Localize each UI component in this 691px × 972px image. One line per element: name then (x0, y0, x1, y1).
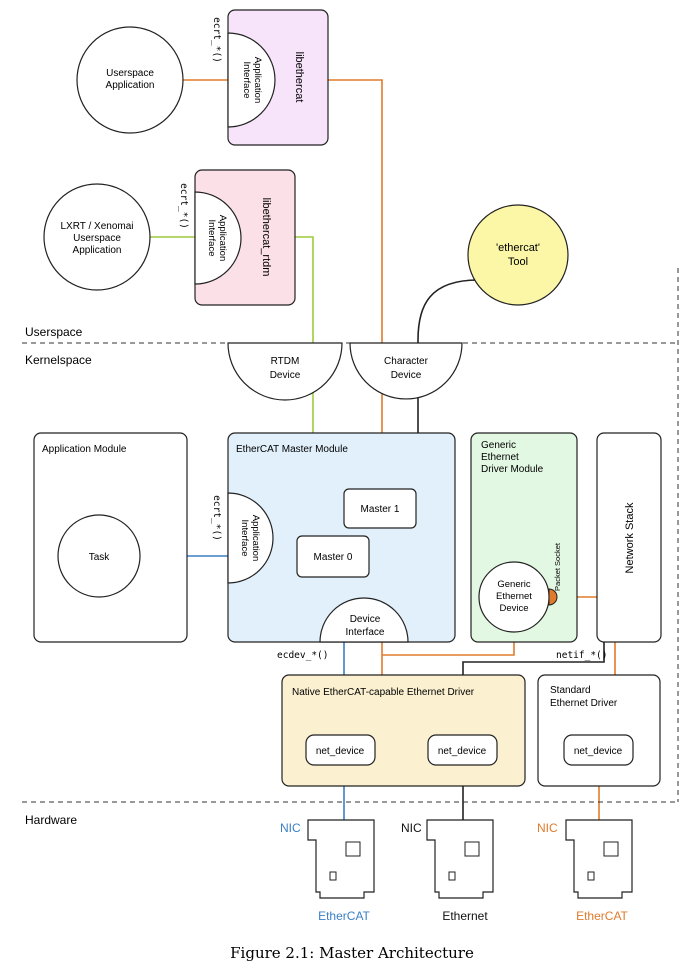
generic-device-label-2: Ethernet (496, 591, 532, 602)
generic-device-label-1: Generic (497, 579, 531, 590)
nic-3 (565, 819, 633, 899)
chardev-label-1: Character (384, 356, 429, 367)
net-device-3-label: net_device (574, 746, 623, 757)
lxrt-label-1: LXRT / Xenomai (60, 221, 133, 232)
tool-label-2: Tool (508, 256, 528, 268)
rtdm-device (227, 342, 343, 401)
packet-socket-marker (548, 588, 558, 606)
ecrt-label-rtdm: ecrt_*() (178, 183, 189, 229)
chardev-label-2: Device (391, 370, 422, 381)
rtdm-iface-2: Interface (206, 220, 217, 257)
net-device-3 (563, 734, 634, 766)
nic-2 (426, 819, 494, 899)
master-1-label: Master 1 (361, 504, 400, 515)
device-iface-label-2: Interface (346, 627, 385, 638)
master-1-box (343, 488, 417, 529)
libethercat-iface-2: Interface (241, 62, 252, 99)
libethercat-rtdm-app-interface (194, 191, 242, 285)
net-device-1-label: net_device (316, 746, 365, 757)
ecrt-label-top: ecrt_*() (211, 17, 222, 63)
nic-3-bus: EtherCAT (576, 909, 628, 923)
black-line-tool (417, 279, 479, 433)
packet-socket-label: Packet Socket (553, 542, 562, 591)
rtdm-device-label-1: RTDM (271, 356, 300, 367)
nic-card-icon (426, 819, 494, 899)
std-driver-label-1: Standard (550, 685, 591, 696)
tool-label-1: 'ethercat' (496, 242, 540, 254)
layer-label-kernelspace: Kernelspace (25, 353, 92, 367)
userspace-app-label-1: Userspace (106, 68, 154, 79)
generic-device-label-3: Device (499, 603, 528, 614)
character-device (349, 342, 463, 400)
layer-label-userspace: Userspace (25, 325, 83, 339)
figure-caption: Figure 2.1: Master Architecture (230, 944, 474, 962)
libethercat-rtdm-label: libethercat_rtdm (260, 198, 272, 277)
rtdm-iface-1: Application (217, 215, 228, 261)
net-device-2-label: net_device (438, 746, 487, 757)
master-0-box (296, 535, 370, 578)
net-device-1 (305, 734, 376, 766)
lxrt-label-2: Userspace (73, 233, 121, 244)
nic-2-bus: Ethernet (442, 909, 488, 923)
lxrt-label-3: Application (73, 245, 122, 256)
nic-1 (307, 819, 375, 899)
libethercat-app-interface (227, 32, 276, 128)
task-label: Task (89, 552, 111, 563)
green-line-rtdm-kernel (295, 236, 314, 433)
generic-module-label-3: Driver Module (481, 464, 544, 475)
libethercat-iface-1: Application (252, 57, 263, 103)
nic-card-icon (307, 819, 375, 899)
libethercat-label: libethercat (293, 52, 305, 103)
device-iface-label-1: Device (350, 614, 381, 625)
master-0-label: Master 0 (314, 552, 353, 563)
rtdm-device-label-2: Device (270, 370, 301, 381)
network-stack-box (596, 432, 662, 643)
userspace-app-label-2: Application (106, 80, 155, 91)
generic-module-label-2: Ethernet (481, 452, 519, 463)
std-driver-label-2: Ethernet Driver (550, 698, 618, 709)
generic-module-label-1: Generic (481, 440, 516, 451)
ethercat-tool-circle (467, 204, 569, 306)
nic-1-label: NIC (280, 821, 301, 835)
net-device-2 (427, 734, 498, 766)
application-module-label: Application Module (42, 444, 127, 455)
userspace-application-circle (76, 26, 184, 134)
nic-2-label: NIC (401, 821, 422, 835)
native-driver-label: Native EtherCAT-capable Ethernet Driver (292, 687, 475, 698)
device-interface (319, 597, 409, 643)
nic-3-label: NIC (537, 821, 558, 835)
nic-1-bus: EtherCAT (318, 909, 370, 923)
master-iface-2: Interface (239, 520, 250, 557)
network-stack-label: Network Stack (624, 502, 636, 573)
master-iface-1: Application (250, 515, 261, 561)
nic-card-icon (565, 819, 633, 899)
ecdev-label: ecdev_*() (277, 650, 328, 661)
master-module-label: EtherCAT Master Module (236, 444, 348, 455)
layer-label-hardware: Hardware (25, 813, 77, 827)
lxrt-application-circle (43, 183, 151, 291)
master-app-interface (227, 492, 274, 584)
task-circle (57, 514, 141, 598)
ecrt-label-module: ecrt_*() (211, 495, 222, 541)
netif-label: netif_*() (556, 650, 607, 661)
